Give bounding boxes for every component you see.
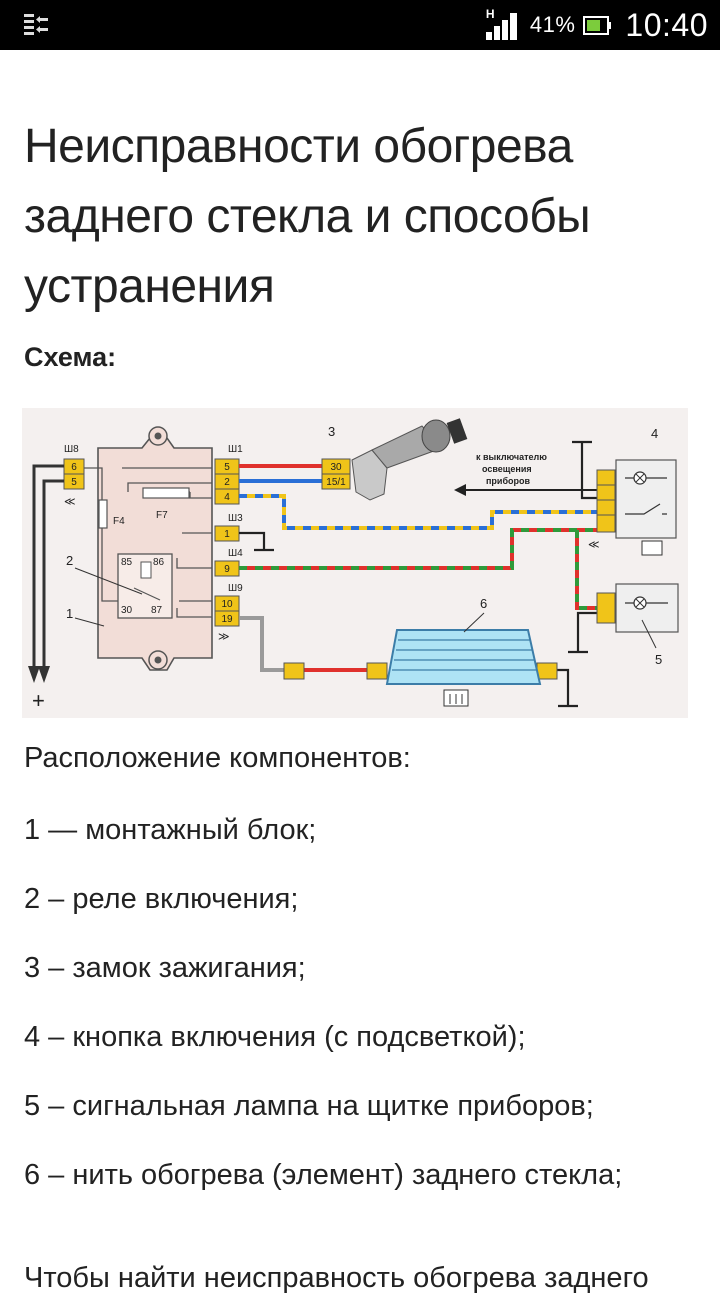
battery-percent: 41% <box>529 12 576 37</box>
connector-sh9-label: Ш9 <box>228 583 243 594</box>
relay-terminal-87: 87 <box>151 605 163 616</box>
fuse-f4-label: F4 <box>113 516 125 527</box>
svg-text:4: 4 <box>224 492 230 503</box>
callout-2: 2 <box>66 553 73 568</box>
next-paragraph: Чтобы найти неисправность обогрева задне… <box>24 1262 649 1294</box>
callout-4: 4 <box>651 426 658 441</box>
signal-icon: H <box>484 7 522 40</box>
svg-text:9: 9 <box>224 564 230 575</box>
connector-sh1: 5 2 4 <box>214 458 240 505</box>
svg-text:освещения: освещения <box>482 464 532 474</box>
list-item: 4 – кнопка включения (с подсветкой); <box>24 1021 526 1053</box>
relay-terminal-85: 85 <box>121 557 133 568</box>
svg-text:≫: ≫ <box>218 631 230 643</box>
ignition-switch: 30 15/1 <box>321 418 468 501</box>
svg-text:30: 30 <box>330 462 342 473</box>
svg-text:к выключателю: к выключателю <box>476 452 547 462</box>
mounting-block <box>97 426 213 671</box>
svg-text:19: 19 <box>221 614 233 625</box>
fuse-f4 <box>98 499 108 529</box>
relay: 85 86 30 87 <box>117 553 173 619</box>
relay-terminal-86: 86 <box>153 557 165 568</box>
components-list: 1 — монтажный блок; 2 – реле включения; … <box>24 810 704 1224</box>
network-type-label: H <box>485 7 495 21</box>
lighting-switch-note: к выключателю освещения приборов <box>454 452 597 496</box>
warning-lamp <box>596 583 679 649</box>
svg-text:6: 6 <box>71 462 77 473</box>
connector-sh8-label: Ш8 <box>64 444 79 455</box>
page-title: Неисправности обогрева заднего стекла и … <box>24 120 591 313</box>
connector-sh4: 9 <box>214 560 240 577</box>
connector-sh9: 10 19 <box>214 595 240 627</box>
callout-3: 3 <box>328 424 335 439</box>
svg-text:2: 2 <box>224 477 230 488</box>
connector-sh8: 6 5 <box>63 458 85 490</box>
svg-text:10: 10 <box>221 599 233 610</box>
callout-1: 1 <box>66 606 73 621</box>
list-item: 2 – реле включения; <box>24 883 299 915</box>
components-heading: Расположение компонентов: <box>24 742 411 774</box>
status-bar: H 41% 10:40 <box>0 0 720 50</box>
list-item: 3 – замок зажигания; <box>24 952 306 984</box>
rear-window-heater <box>283 629 558 707</box>
connector-sh3-label: Ш3 <box>228 513 243 524</box>
svg-text:≪: ≪ <box>64 496 76 508</box>
callout-5: 5 <box>655 652 662 667</box>
plus-terminal: + <box>32 688 45 713</box>
relay-terminal-30: 30 <box>121 605 133 616</box>
connector-sh1-label: Ш1 <box>228 444 243 455</box>
usb-debug-icon <box>24 14 48 35</box>
svg-text:15/1: 15/1 <box>326 477 346 488</box>
connector-sh3: 1 <box>214 525 240 542</box>
scheme-label: Схема: <box>24 342 117 372</box>
connector-sh4-label: Ш4 <box>228 548 243 559</box>
svg-text:5: 5 <box>71 477 77 488</box>
fuse-f7-label: F7 <box>156 510 168 521</box>
clock: 10:40 <box>625 6 708 43</box>
svg-text:≪: ≪ <box>588 539 600 551</box>
svg-text:5: 5 <box>224 462 230 473</box>
list-item: 1 — монтажный блок; <box>24 814 317 846</box>
heater-button <box>596 459 677 556</box>
list-item: 6 – нить обогрева (элемент) заднего стек… <box>24 1159 623 1191</box>
wiring-diagram: F7 F4 85 86 30 87 Ш8 6 5 ≪ + Ш1 5 2 4 Ш3… <box>22 408 688 718</box>
callout-6: 6 <box>480 596 487 611</box>
fuse-f7 <box>142 487 190 499</box>
list-item: 5 – сигнальная лампа на щитке приборов; <box>24 1090 594 1122</box>
svg-text:приборов: приборов <box>486 476 531 486</box>
svg-text:1: 1 <box>224 529 230 540</box>
battery-icon <box>583 16 612 35</box>
